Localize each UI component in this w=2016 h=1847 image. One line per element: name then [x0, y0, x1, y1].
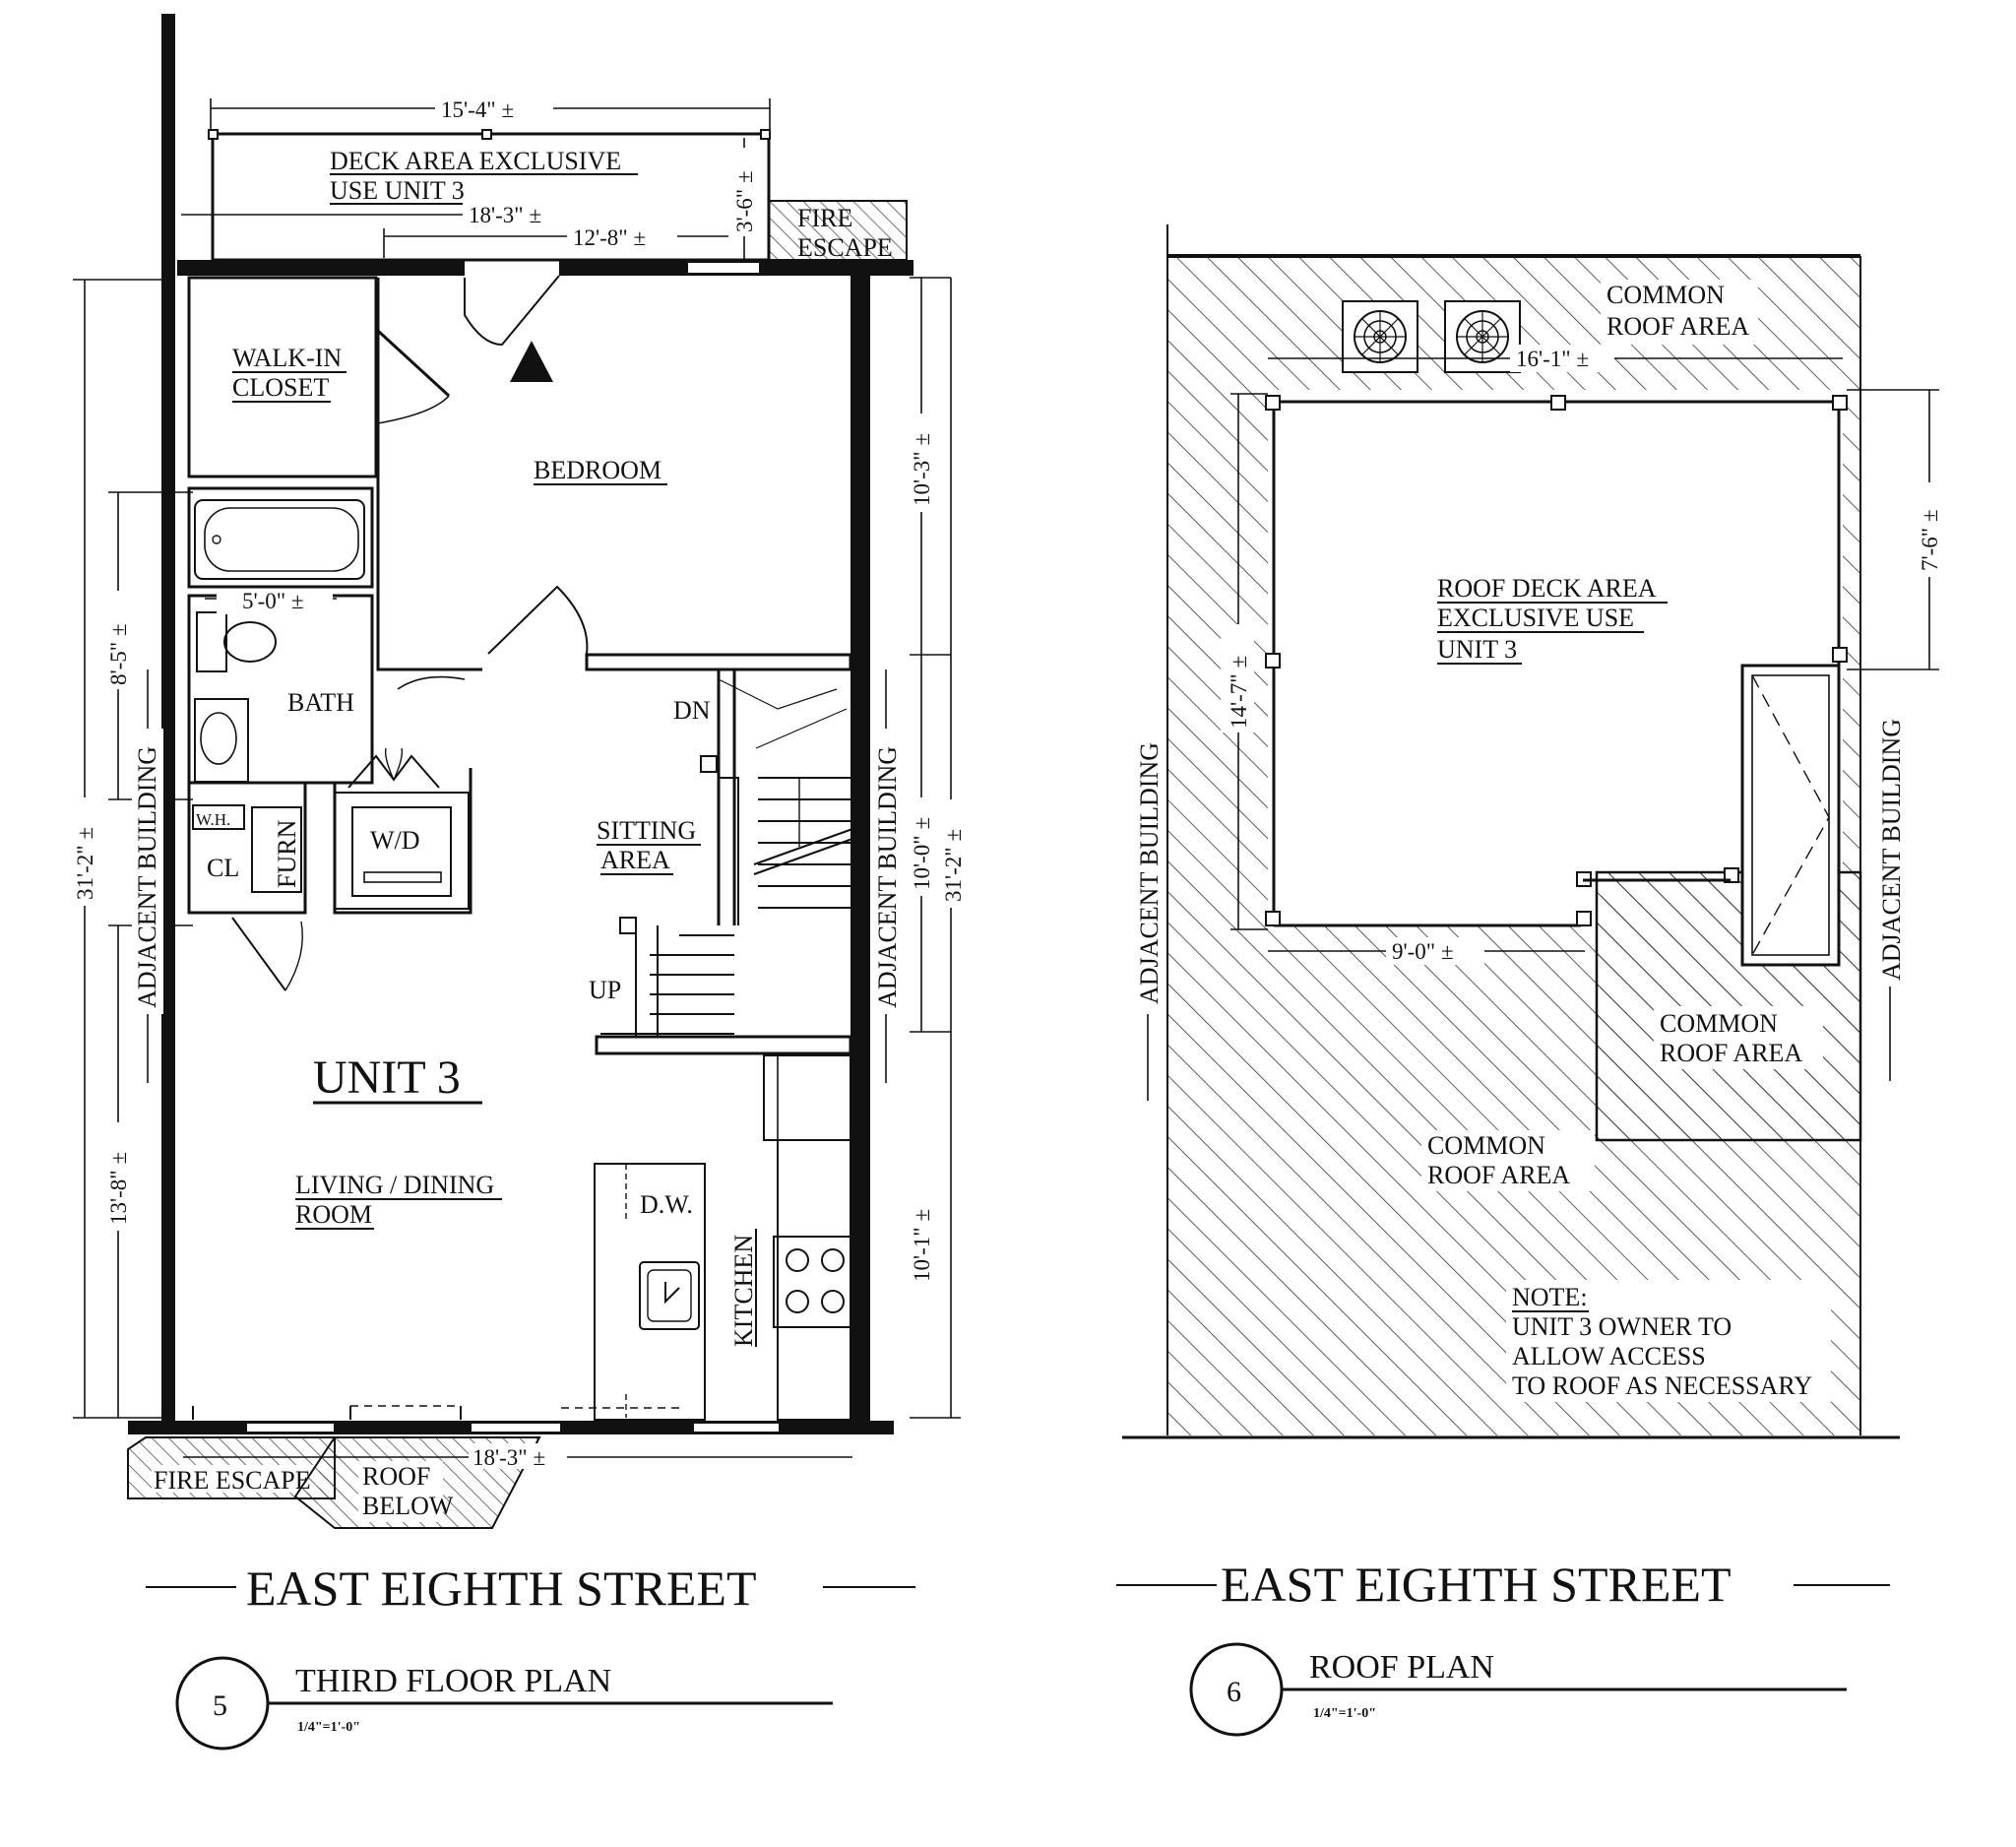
- walk-in-closet-line2: CLOSET: [232, 373, 329, 402]
- walk-in-closet-line1: WALK-IN: [232, 344, 342, 372]
- washer-dryer: W/D: [334, 747, 470, 910]
- roof-below-line2: BELOW: [362, 1492, 454, 1520]
- living-dining-line2: ROOM: [295, 1200, 372, 1229]
- exhaust-fans: [1342, 300, 1521, 373]
- adjacent-building-left: ADJACENT BUILDING: [133, 746, 161, 1008]
- walk-in-closet: WALK-IN CLOSET: [232, 286, 451, 424]
- wd-label: W/D: [370, 826, 420, 855]
- deck-label-line1: DECK AREA EXCLUSIVE: [330, 147, 621, 175]
- dim-16-1: 16'-1" ±: [1516, 347, 1589, 371]
- dim-10-0: 10'-0" ±: [910, 817, 934, 890]
- roof-hatch-box: [1740, 664, 1841, 967]
- exterior-walls: [128, 260, 914, 1434]
- dim-deck-width: 15'-4" ±: [441, 97, 514, 122]
- dim-10-1: 10'-1" ±: [910, 1209, 934, 1282]
- tub-drain-icon: [212, 535, 221, 544]
- title-third-floor: THIRD FLOOR PLAN: [295, 1663, 611, 1699]
- common-roof-top-line2: ROOF AREA: [1606, 312, 1749, 341]
- dim-3-6: 3'-6" ±: [732, 170, 757, 232]
- title-number-6: 6: [1227, 1676, 1241, 1708]
- dim-5-0: 5'-0" ±: [242, 589, 304, 613]
- roof-deck-line3: UNIT 3: [1437, 635, 1517, 664]
- fire-escape-bottom-label: FIRE ESCAPE: [154, 1466, 311, 1495]
- dim-14-7: 14'-7" ±: [1227, 656, 1251, 729]
- wh-label: W.H.: [196, 810, 230, 829]
- dn-label: DN: [673, 696, 711, 725]
- dim-31-2-left: 31'-2" ±: [73, 827, 97, 900]
- common-roof-right-line1: COMMON: [1660, 1009, 1778, 1038]
- street-label-left: EAST EIGHTH STREET: [246, 1560, 756, 1616]
- unit-label: UNIT 3: [313, 1051, 461, 1104]
- utility-closet: W.H. FURN CL: [192, 804, 303, 991]
- note-heading: NOTE:: [1512, 1283, 1588, 1311]
- fire-escape-bottom: FIRE ESCAPE: [127, 1436, 336, 1499]
- fire-escape-top-line1: FIRE: [797, 204, 852, 232]
- adjacent-building-roof-left: ADJACENT BUILDING: [1135, 742, 1164, 1004]
- interior-walls: [187, 276, 852, 1055]
- note-line1: UNIT 3 OWNER TO: [1512, 1312, 1732, 1341]
- fire-escape-top: FIRE ESCAPE: [768, 200, 908, 262]
- common-roof-top-line1: COMMON: [1606, 281, 1725, 309]
- scale-left: 1/4"=1'-0": [297, 1720, 360, 1735]
- bath: 5'-0" ± BATH: [194, 499, 466, 783]
- common-roof-right-line2: ROOF AREA: [1660, 1039, 1802, 1067]
- cl-label: CL: [207, 854, 239, 882]
- stairs: [600, 669, 853, 1036]
- adjacent-building-roof-right: ADJACENT BUILDING: [1877, 719, 1906, 981]
- adjacent-wall-left: [161, 14, 175, 1432]
- bedroom: BEDROOM: [464, 275, 667, 655]
- dim-8-5: 8'-5" ±: [106, 623, 131, 685]
- furn-label: FURN: [273, 819, 301, 888]
- roof-deck-line2: EXCLUSIVE USE: [1437, 604, 1634, 632]
- roof-plan: COMMON ROOF AREA 16'-1" ± ROOF DECK AREA…: [1116, 224, 1945, 1737]
- deck-label-line2: USE UNIT 3: [330, 176, 465, 205]
- common-roof-bottom-line1: COMMON: [1427, 1131, 1545, 1160]
- dim-31-2-right: 31'-2" ±: [941, 829, 966, 902]
- title-number-5: 5: [213, 1689, 227, 1722]
- dim-13-8: 13'-8" ±: [106, 1152, 131, 1225]
- dw-label: D.W.: [640, 1190, 693, 1219]
- bedroom-label: BEDROOM: [534, 456, 662, 484]
- street-label-right: EAST EIGHTH STREET: [1221, 1557, 1731, 1612]
- dim-10-3: 10'-3" ±: [910, 433, 934, 506]
- sitting-area-line2: AREA: [600, 846, 670, 874]
- living-dining-line1: LIVING / DINING: [295, 1171, 494, 1199]
- kitchen: D.W. KITCHEN: [192, 1054, 851, 1421]
- common-roof-bottom-line2: ROOF AREA: [1427, 1161, 1570, 1189]
- roof-deck-area: ROOF DECK AREA EXCLUSIVE USE UNIT 3: [1265, 395, 1848, 927]
- deck-area: DECK AREA EXCLUSIVE USE UNIT 3: [208, 129, 771, 262]
- bath-label: BATH: [287, 688, 354, 717]
- adjacent-building-right: ADJACENT BUILDING: [873, 746, 902, 1008]
- scale-right: 1/4"=1'-0": [1313, 1706, 1376, 1721]
- dim-18-3-bottom: 18'-3" ±: [472, 1445, 545, 1470]
- dim-9-0: 9'-0" ±: [1392, 939, 1454, 964]
- dim-12-8: 12'-8" ±: [573, 225, 646, 250]
- dim-18-3-top: 18'-3" ±: [469, 203, 541, 227]
- dim-7-6: 7'-6" ±: [1918, 509, 1942, 571]
- roof-below-line1: ROOF: [362, 1462, 430, 1491]
- title-roof-plan: ROOF PLAN: [1309, 1649, 1494, 1686]
- note-line3: TO ROOF AS NECESSARY: [1512, 1371, 1812, 1400]
- kitchen-label: KITCHEN: [729, 1235, 758, 1347]
- fire-escape-top-line2: ESCAPE: [797, 233, 893, 262]
- range-icon: [773, 1236, 851, 1328]
- note-line2: ALLOW ACCESS: [1512, 1342, 1706, 1370]
- top-dimensions: [181, 98, 771, 260]
- roof-deck-line1: ROOF DECK AREA: [1437, 574, 1657, 603]
- sitting-area-line1: SITTING: [597, 816, 696, 845]
- up-label: UP: [589, 976, 621, 1004]
- third-floor-plan: DECK AREA EXCLUSIVE USE UNIT 3 FIRE ESCA…: [69, 14, 969, 1751]
- sink-icon: [639, 1261, 700, 1330]
